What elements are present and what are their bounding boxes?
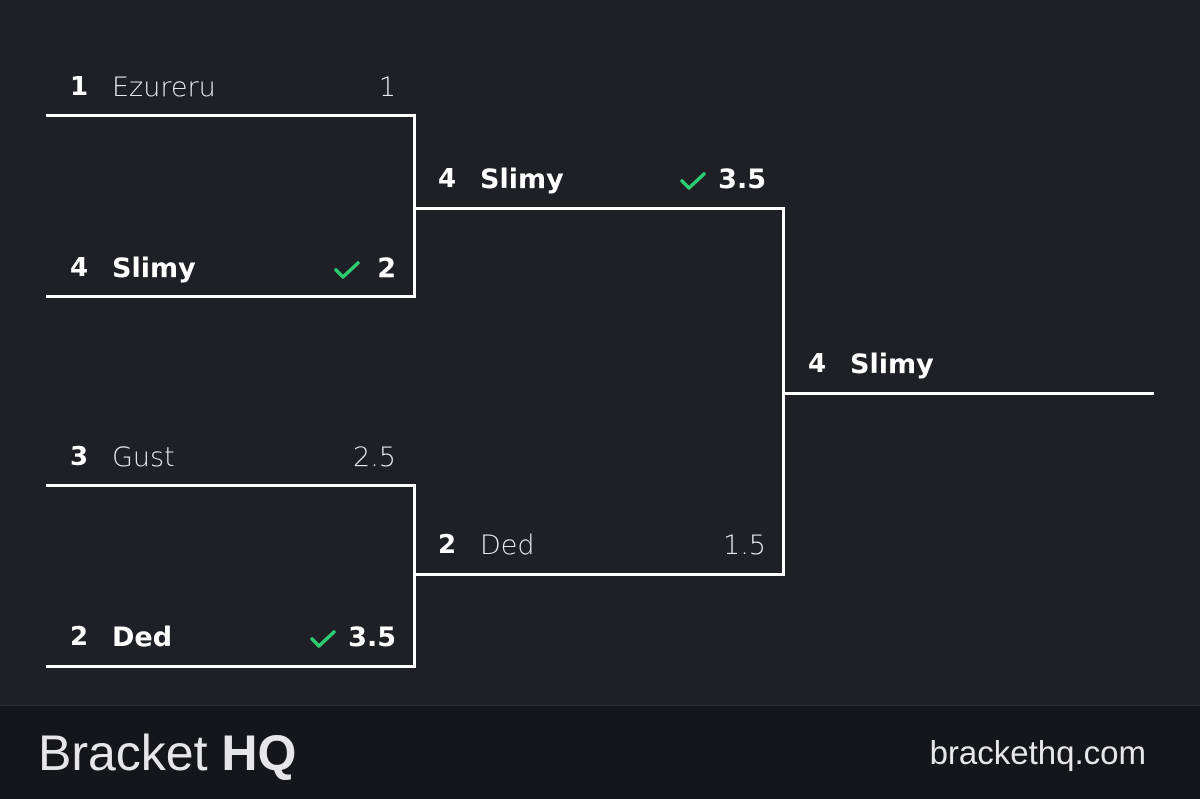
slot-line <box>413 207 785 210</box>
player-name: Slimy <box>112 253 196 284</box>
seed-number: 3 <box>70 442 89 472</box>
slot-r2m1-top[interactable]: 4 Slimy 3.5 <box>416 160 784 200</box>
slot-r2m1-bottom[interactable]: 2 Ded 1.5 <box>416 526 784 566</box>
check-icon <box>680 172 706 190</box>
slot-line <box>782 392 1154 395</box>
player-score: 2 <box>377 253 396 284</box>
connector-line <box>413 114 416 298</box>
slot-r1m1-bottom[interactable]: 4 Slimy 2 <box>48 249 414 289</box>
slot-line <box>46 114 416 117</box>
check-icon <box>334 261 360 279</box>
slot-r1m2-bottom[interactable]: 2 Ded 3.5 <box>48 618 414 658</box>
seed-number: 4 <box>438 164 457 194</box>
check-icon <box>310 630 336 648</box>
player-name: Ded <box>112 622 173 653</box>
footer-bar: Bracket HQ brackethq.com <box>0 705 1200 799</box>
connector-line <box>782 207 785 576</box>
slot-line <box>46 665 416 668</box>
slot-champion[interactable]: 4 Slimy <box>786 345 1154 385</box>
player-score: 1 <box>378 72 396 103</box>
slot-r1m2-top[interactable]: 3 Gust 2.5 <box>48 438 414 478</box>
brand-bold: HQ <box>221 725 297 781</box>
seed-number: 4 <box>70 253 89 283</box>
seed-number: 4 <box>808 349 827 379</box>
seed-number: 2 <box>70 622 89 652</box>
player-score: 1.5 <box>723 530 766 561</box>
player-name: Slimy <box>480 164 564 195</box>
player-score: 3.5 <box>348 622 396 653</box>
seed-number: 2 <box>438 530 457 560</box>
player-score: 2.5 <box>353 442 396 473</box>
bracket-diagram: 1 Ezureru 1 4 Slimy 2 3 Gust 2.5 2 Ded 3… <box>46 68 1154 668</box>
player-name: Ded <box>480 530 535 561</box>
slot-line <box>413 573 785 576</box>
player-name: Slimy <box>850 349 934 380</box>
slot-r1m1-top[interactable]: 1 Ezureru 1 <box>48 68 414 108</box>
seed-number: 1 <box>70 72 89 102</box>
slot-line <box>46 484 416 487</box>
brand-logo[interactable]: Bracket HQ <box>38 724 296 782</box>
player-score: 3.5 <box>718 164 766 195</box>
connector-line <box>413 484 416 668</box>
slot-line <box>46 295 416 298</box>
site-link[interactable]: brackethq.com <box>929 734 1146 771</box>
brand-light: Bracket <box>38 725 208 781</box>
player-name: Ezureru <box>112 72 216 103</box>
player-name: Gust <box>112 442 175 473</box>
